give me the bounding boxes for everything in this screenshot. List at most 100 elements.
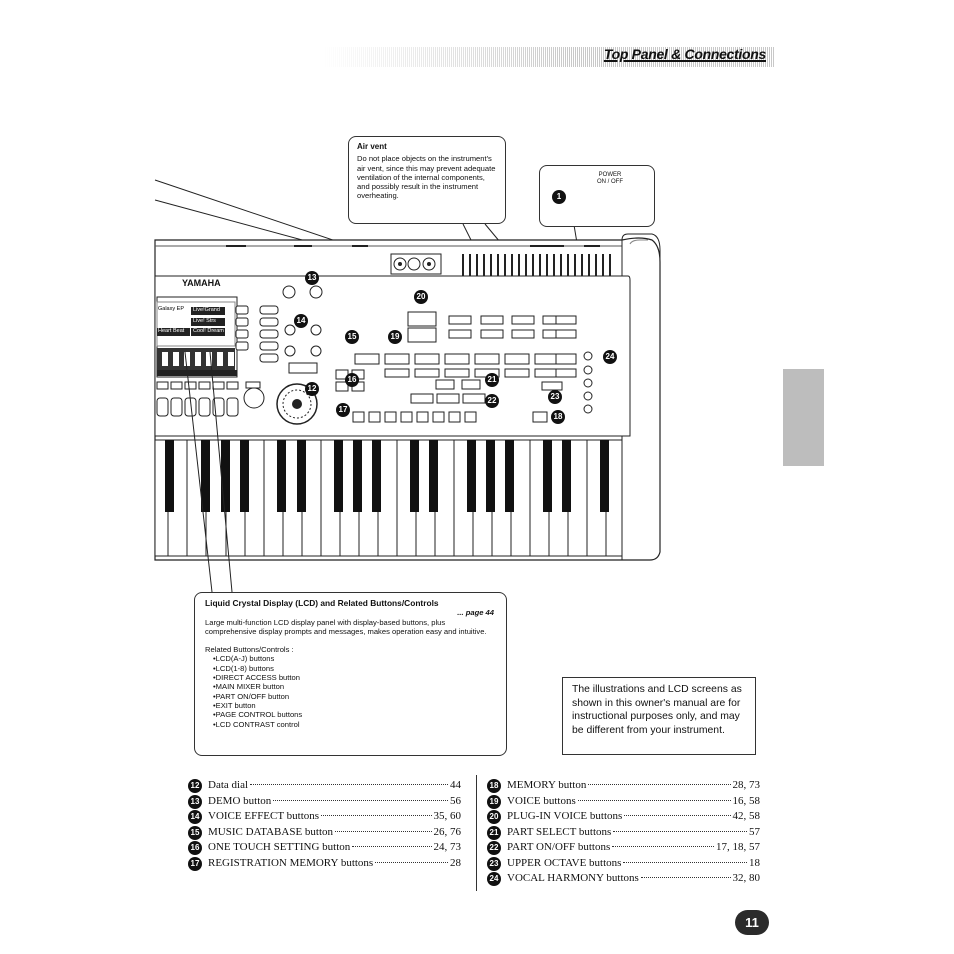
list-item: DIRECT ACCESS button [213, 673, 496, 682]
index-pages: 17, 18, 57 [716, 841, 760, 853]
index-row: 16 ONE TOUCH SETTING button 24, 73 [188, 841, 461, 857]
index-label: UPPER OCTAVE buttons [507, 856, 622, 869]
related-controls-label: Related Buttons/Controls : [205, 645, 294, 655]
marker-14: 14 [294, 314, 308, 328]
index-row: 22 PART ON/OFF buttons 17, 18, 57 [487, 841, 760, 857]
marker-15: 15 [345, 330, 359, 344]
index-label: VOICE buttons [507, 794, 576, 807]
index-number: 15 [188, 825, 202, 840]
index-pages: 42, 58 [732, 810, 761, 822]
marker-12: 12 [305, 382, 319, 396]
air-vent-title: Air vent [357, 142, 387, 151]
index-pages: 18 [749, 856, 760, 869]
lcd-callout-page-ref: ... page 44 [457, 608, 494, 618]
index-number: 19 [487, 794, 501, 809]
index-number: 14 [188, 810, 202, 824]
index-label: ONE TOUCH SETTING button [208, 841, 351, 853]
header-stripe [322, 47, 774, 67]
air-vent-callout: Air vent Do not place objects on the ins… [348, 136, 506, 224]
index-list-left: 12 Data dial 44 13 DEMO button 56 14 VOICE EF… [188, 779, 461, 872]
air-vent-text: Do not place objects on the instrument's… [357, 154, 496, 201]
index-row: 17 REGISTRATION MEMORY buttons 28 [188, 856, 461, 873]
index-number: 21 [487, 825, 501, 840]
lcd-callout: Liquid Crystal Display (LCD) and Related… [194, 592, 507, 756]
marker-24: 24 [603, 350, 617, 364]
marker-19: 19 [388, 330, 402, 344]
marker-18: 18 [551, 410, 565, 424]
index-row: 20 PLUG-IN VOICE buttons 42, 58 [487, 810, 760, 826]
index-label: MEMORY button [507, 779, 587, 791]
index-label: DEMO button [208, 794, 272, 807]
brand-logo: YAMAHA [182, 278, 221, 288]
index-pages: 57 [749, 825, 760, 838]
marker-23: 23 [548, 390, 562, 404]
lcd-voice-1: Galaxy EP [158, 306, 184, 312]
index-pages: 28 [450, 856, 461, 869]
index-pages: 26, 76 [433, 825, 462, 838]
list-item: PAGE CONTROL buttons [213, 710, 496, 719]
index-row: 12 Data dial 44 [188, 779, 461, 795]
index-row: 15 MUSIC DATABASE button 26, 76 [188, 825, 462, 842]
lcd-voice-4: Heart Beat [158, 328, 185, 334]
lcd-voice-3: Live! Strs [193, 318, 216, 324]
index-label: VOICE EFFECT buttons [208, 810, 320, 822]
list-item: LCD(A-J) buttons [213, 654, 496, 663]
index-label: MUSIC DATABASE button [208, 825, 334, 838]
index-label: PLUG-IN VOICE buttons [507, 810, 623, 822]
marker-1: 1 [552, 190, 566, 204]
list-item: LCD(1-8) buttons [213, 664, 496, 673]
marker-21: 21 [485, 373, 499, 387]
marker-22: 22 [485, 394, 499, 408]
power-label: POWER ON / OFF [597, 172, 623, 185]
marker-13: 13 [305, 271, 319, 285]
index-number: 18 [487, 779, 501, 793]
index-pages: 56 [450, 794, 461, 807]
index-row: 14 VOICE EFFECT buttons 35, 60 [188, 810, 461, 826]
index-number: 17 [188, 856, 202, 871]
index-number: 20 [487, 810, 501, 824]
index-row: 18 MEMORY button 28, 73 [487, 779, 760, 795]
index-pages: 32, 80 [732, 872, 761, 884]
lcd-callout-title: Liquid Crystal Display (LCD) and Related… [205, 598, 439, 608]
index-pages: 28, 73 [732, 779, 761, 791]
index-row: 21 PART SELECT buttons 57 [487, 825, 760, 842]
column-divider [476, 775, 477, 891]
index-number: 16 [188, 841, 202, 855]
index-number: 23 [487, 856, 501, 871]
disclaimer-note: The illustrations and LCD screens as sho… [562, 677, 756, 755]
index-pages: 24, 73 [433, 841, 462, 853]
index-row: 24 VOCAL HARMONY buttons 32, 80 [487, 872, 760, 888]
lcd-voice-2: Live!Grand [193, 307, 220, 313]
list-item: EXIT button [213, 701, 496, 710]
index-label: PART ON/OFF buttons [507, 841, 611, 853]
list-item: LCD CONTRAST control [213, 720, 496, 729]
index-pages: 16, 58 [732, 794, 761, 807]
index-label: VOCAL HARMONY buttons [507, 872, 639, 884]
index-label: PART SELECT buttons [507, 825, 612, 838]
index-pages: 44 [450, 779, 461, 791]
index-row: 13 DEMO button 56 [188, 794, 461, 811]
page-number: 11 [735, 910, 769, 935]
list-item: PART ON/OFF button [213, 692, 496, 701]
index-pages: 35, 60 [433, 810, 462, 822]
index-label: Data dial [208, 779, 249, 791]
related-controls-list: LCD(A-J) buttons LCD(1-8) buttons DIRECT… [205, 654, 496, 728]
index-label: REGISTRATION MEMORY buttons [208, 856, 374, 869]
marker-16: 16 [345, 373, 359, 387]
marker-17: 17 [336, 403, 350, 417]
lcd-voice-5: Cool! Dream [193, 328, 224, 334]
index-number: 12 [188, 779, 202, 793]
section-tab [783, 369, 824, 466]
power-callout: 1 POWER ON / OFF [539, 165, 655, 227]
index-list-right: 18 MEMORY button 28, 73 19 VOICE buttons 16,… [487, 779, 760, 888]
marker-20: 20 [414, 290, 428, 304]
index-number: 24 [487, 872, 501, 886]
index-row: 19 VOICE buttons 16, 58 [487, 794, 761, 811]
index-number: 13 [188, 794, 202, 809]
index-row: 23 UPPER OCTAVE buttons 18 [487, 856, 760, 873]
page-title: Top Panel & Connections [603, 46, 766, 62]
lcd-callout-text: Large multi-function LCD display panel w… [205, 617, 487, 636]
list-item: MAIN MIXER button [213, 682, 496, 691]
index-number: 22 [487, 841, 501, 855]
